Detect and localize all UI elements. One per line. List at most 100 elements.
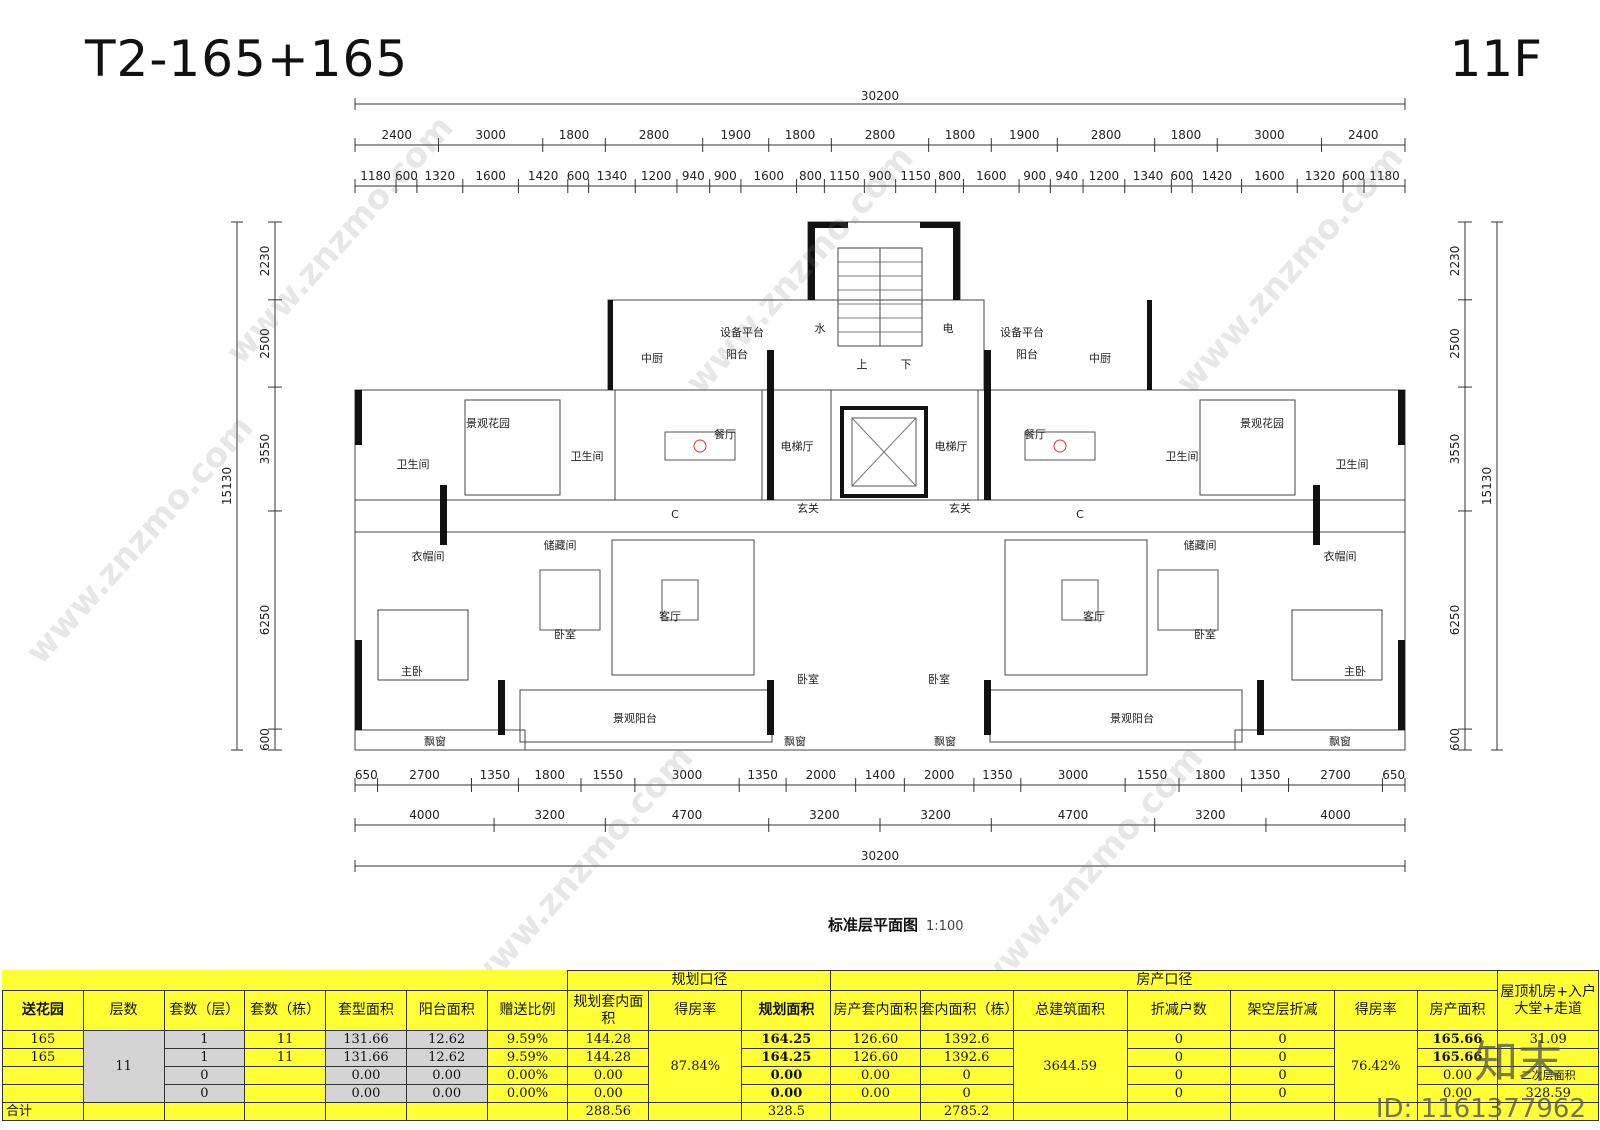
dimension-label: 1600 <box>475 169 506 183</box>
table-cell: 0 <box>919 1066 1014 1085</box>
dimension-label: 1800 <box>1195 768 1226 782</box>
dimension-label: 15130 <box>220 467 234 505</box>
table-cell: 328.59 <box>1497 1084 1599 1103</box>
table-cell: 0 <box>1230 1066 1335 1085</box>
dimension-label: 2000 <box>806 768 837 782</box>
dimension-label: 4000 <box>1320 808 1351 822</box>
dimension-label: 6250 <box>1448 605 1462 636</box>
dimension-label: 940 <box>682 169 705 183</box>
dimension-label: 2800 <box>1091 128 1122 142</box>
room-label-bay: 飘窗 <box>1329 734 1351 748</box>
col-header: 赠送比例 <box>486 990 569 1031</box>
dimension-label: 2800 <box>639 128 670 142</box>
table-cell: 1392.6 <box>919 1048 1014 1067</box>
dimension-label: 600 <box>567 169 590 183</box>
col-header: 折减户数 <box>1126 990 1232 1031</box>
dimension-label: 900 <box>714 169 737 183</box>
table-cell: 0 <box>1230 1084 1335 1103</box>
room-label-bedroom: 卧室 <box>554 627 576 641</box>
table-cell <box>2 1084 84 1103</box>
table-cell <box>244 1084 327 1103</box>
table-cell: 9.59% <box>486 1048 569 1067</box>
col-header: 套型面积 <box>325 990 407 1031</box>
dimension-label: 1800 <box>945 128 976 142</box>
room-label-balcony: 阳台 <box>726 347 748 361</box>
col-header: 总建筑面积 <box>1012 990 1128 1031</box>
table-cell: 126.60 <box>830 1048 921 1067</box>
dimension-label: 2700 <box>1320 768 1351 782</box>
room-label-bedroom: 卧室 <box>797 672 819 686</box>
table-cell: 165 <box>2 1048 84 1067</box>
room-label-closet: 衣帽间 <box>412 549 445 563</box>
table-cell: 0 <box>1230 1048 1335 1067</box>
table-cell: 合计 <box>2 1102 84 1121</box>
dimension-label: 3200 <box>534 808 565 822</box>
dimension-label: 1320 <box>425 169 456 183</box>
table-cell: 1 <box>163 1048 246 1067</box>
table-cell: 0.00 <box>567 1084 650 1103</box>
col-header: 套数（层） <box>163 990 246 1031</box>
room-label-bay: 飘窗 <box>784 734 806 748</box>
table-row: 165 1 11 131.66 12.62 9.59% 144.28 164.2… <box>2 1048 1599 1067</box>
dimension-label: 2230 <box>258 246 272 277</box>
col-header: 得房率 <box>1333 990 1418 1031</box>
table-cell: 0.00 <box>405 1066 488 1085</box>
room-label-equipment: 设备平台 <box>1000 325 1044 339</box>
dimension-label: 3200 <box>1195 808 1226 822</box>
table-cell: 0.00 <box>567 1066 650 1085</box>
dimension-label: 900 <box>869 169 892 183</box>
room-label-terrace: 景观阳台 <box>613 711 657 725</box>
dimension-label: 3000 <box>672 768 703 782</box>
room-label-c-mark: C <box>1076 508 1084 521</box>
dimension-label: 1800 <box>559 128 590 142</box>
dimension-label: 3000 <box>475 128 506 142</box>
dimension-label: 2230 <box>1448 246 1462 277</box>
dimension-label: 650 <box>355 768 378 782</box>
dimension-label: 1420 <box>1202 169 1233 183</box>
dimension-label: 600 <box>1342 169 1365 183</box>
dimension-label: 1420 <box>528 169 559 183</box>
table-cell: 164.25 <box>741 1030 832 1049</box>
dimension-label: 2800 <box>865 128 896 142</box>
dimension-label: 2500 <box>258 328 272 359</box>
table-cell: 126.60 <box>830 1030 921 1049</box>
room-label-closet: 衣帽间 <box>1324 549 1357 563</box>
room-label-elevator-hall: 电梯厅 <box>781 440 814 453</box>
dimension-label: 30200 <box>861 89 899 103</box>
dimension-label: 4000 <box>409 808 440 822</box>
table-cell: 12.62 <box>405 1030 488 1049</box>
col-header: 套内面积（栋） <box>919 990 1014 1031</box>
table-cell: 0.00 <box>830 1084 921 1103</box>
col-header: 层数 <box>82 990 165 1031</box>
dimension-label: 1340 <box>1133 169 1164 183</box>
room-label-elec: 电 <box>943 322 954 335</box>
room-label-garden: 景观花园 <box>1240 417 1284 430</box>
dimension-label: 600 <box>395 169 418 183</box>
table-cell: 164.25 <box>741 1048 832 1067</box>
table-cell: 3644.59 <box>1012 1030 1128 1103</box>
room-label-bath: 卫生间 <box>571 449 604 463</box>
dimension-label: 3550 <box>1448 434 1462 465</box>
col-header: 规划套内面积 <box>567 990 650 1031</box>
brand-watermark: 知末 <box>1474 1037 1562 1088</box>
dimension-label: 1800 <box>785 128 816 142</box>
table-cell: 0 <box>1126 1066 1232 1085</box>
table-cell: 0 <box>1126 1048 1232 1067</box>
dimension-label: 2700 <box>409 768 440 782</box>
dimension-label: 1600 <box>976 169 1007 183</box>
room-label-kitchen: 中厨 <box>641 352 663 365</box>
col-header: 规划面积 <box>741 990 832 1031</box>
col-header: 阳台面积 <box>405 990 488 1031</box>
room-label-up: 上 <box>857 358 868 371</box>
room-label-dining: 餐厅 <box>714 427 736 441</box>
table-cell: 165 <box>2 1030 84 1049</box>
table-cell: 0.00% <box>486 1084 569 1103</box>
room-label-living: 客厅 <box>659 609 681 623</box>
table-cell: 0 <box>1230 1030 1335 1049</box>
table-cell: 0 <box>163 1084 246 1103</box>
dimension-label: 3000 <box>1058 768 1089 782</box>
floor-count-label: 11F <box>1449 30 1542 88</box>
dimension-label: 1600 <box>1254 169 1285 183</box>
dimension-label: 15130 <box>1480 467 1494 505</box>
col-header: 房产面积 <box>1416 990 1499 1031</box>
